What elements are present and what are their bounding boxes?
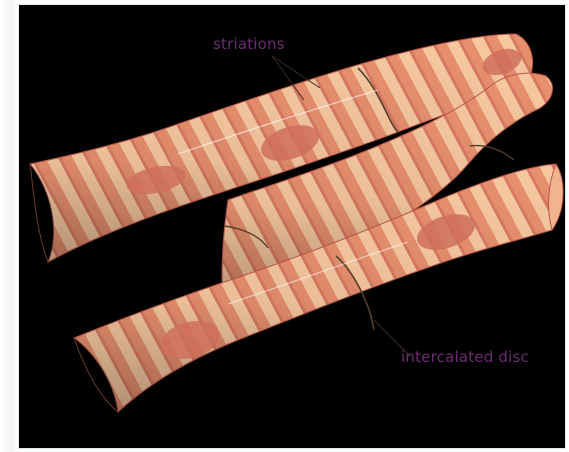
striations-leader-line-2 [272, 56, 320, 88]
striations-label: striations [213, 35, 285, 53]
cardiac-muscle-illustration [18, 4, 566, 449]
cardiac-muscle-illustration-panel: striations intercalated disc [18, 4, 566, 449]
left-margin [0, 0, 18, 452]
intercalated-disc-label: intercalated disc [401, 348, 529, 366]
